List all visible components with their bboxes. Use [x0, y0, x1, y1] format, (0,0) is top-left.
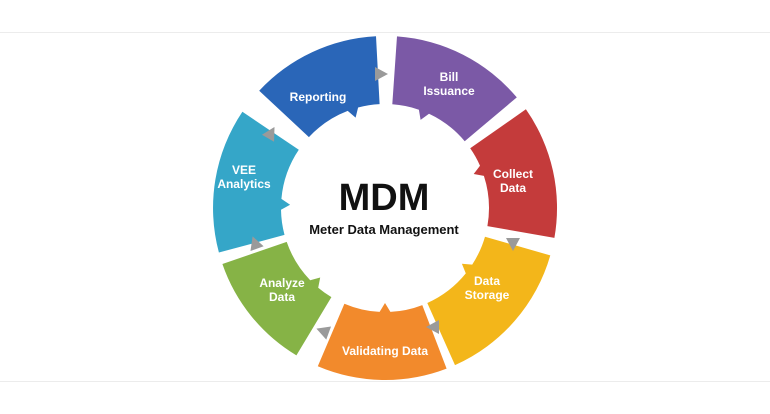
top-divider: [0, 32, 770, 33]
label-reporting: Reporting: [290, 90, 347, 104]
label-line: Reporting: [290, 90, 347, 104]
segment-collect: [470, 109, 558, 238]
label-line: Data: [269, 290, 295, 304]
label-line: Analyze: [259, 276, 305, 290]
flow-arrow-icon: [506, 238, 520, 251]
flow-arrow-icon: [316, 326, 332, 340]
label-line: Data: [474, 274, 500, 288]
segment-analyze: [222, 241, 332, 356]
label-line: Analytics: [217, 177, 271, 191]
flow-arrow-icon: [261, 126, 275, 142]
segment-storage: [427, 236, 551, 366]
flow-arrow-icon: [250, 236, 264, 252]
label-line: Bill: [440, 70, 459, 84]
bottom-divider: [0, 381, 770, 382]
segment-reporting: [259, 36, 380, 138]
segment-vee: [213, 111, 299, 253]
label-line: VEE: [232, 163, 256, 177]
label-line: Issuance: [423, 84, 475, 98]
label-line: Data: [500, 181, 526, 195]
segment-validating: [317, 303, 447, 380]
center-title: MDM: [339, 177, 430, 219]
center-subtitle: Meter Data Management: [309, 222, 459, 237]
flow-arrow-icon: [426, 320, 439, 334]
segment-bill: [392, 36, 517, 142]
label-line: Validating Data: [342, 344, 428, 358]
flow-arrow-icon: [375, 67, 388, 81]
label-validating: Validating Data: [342, 344, 428, 358]
label-line: Storage: [465, 288, 510, 302]
label-line: Collect: [493, 167, 533, 181]
